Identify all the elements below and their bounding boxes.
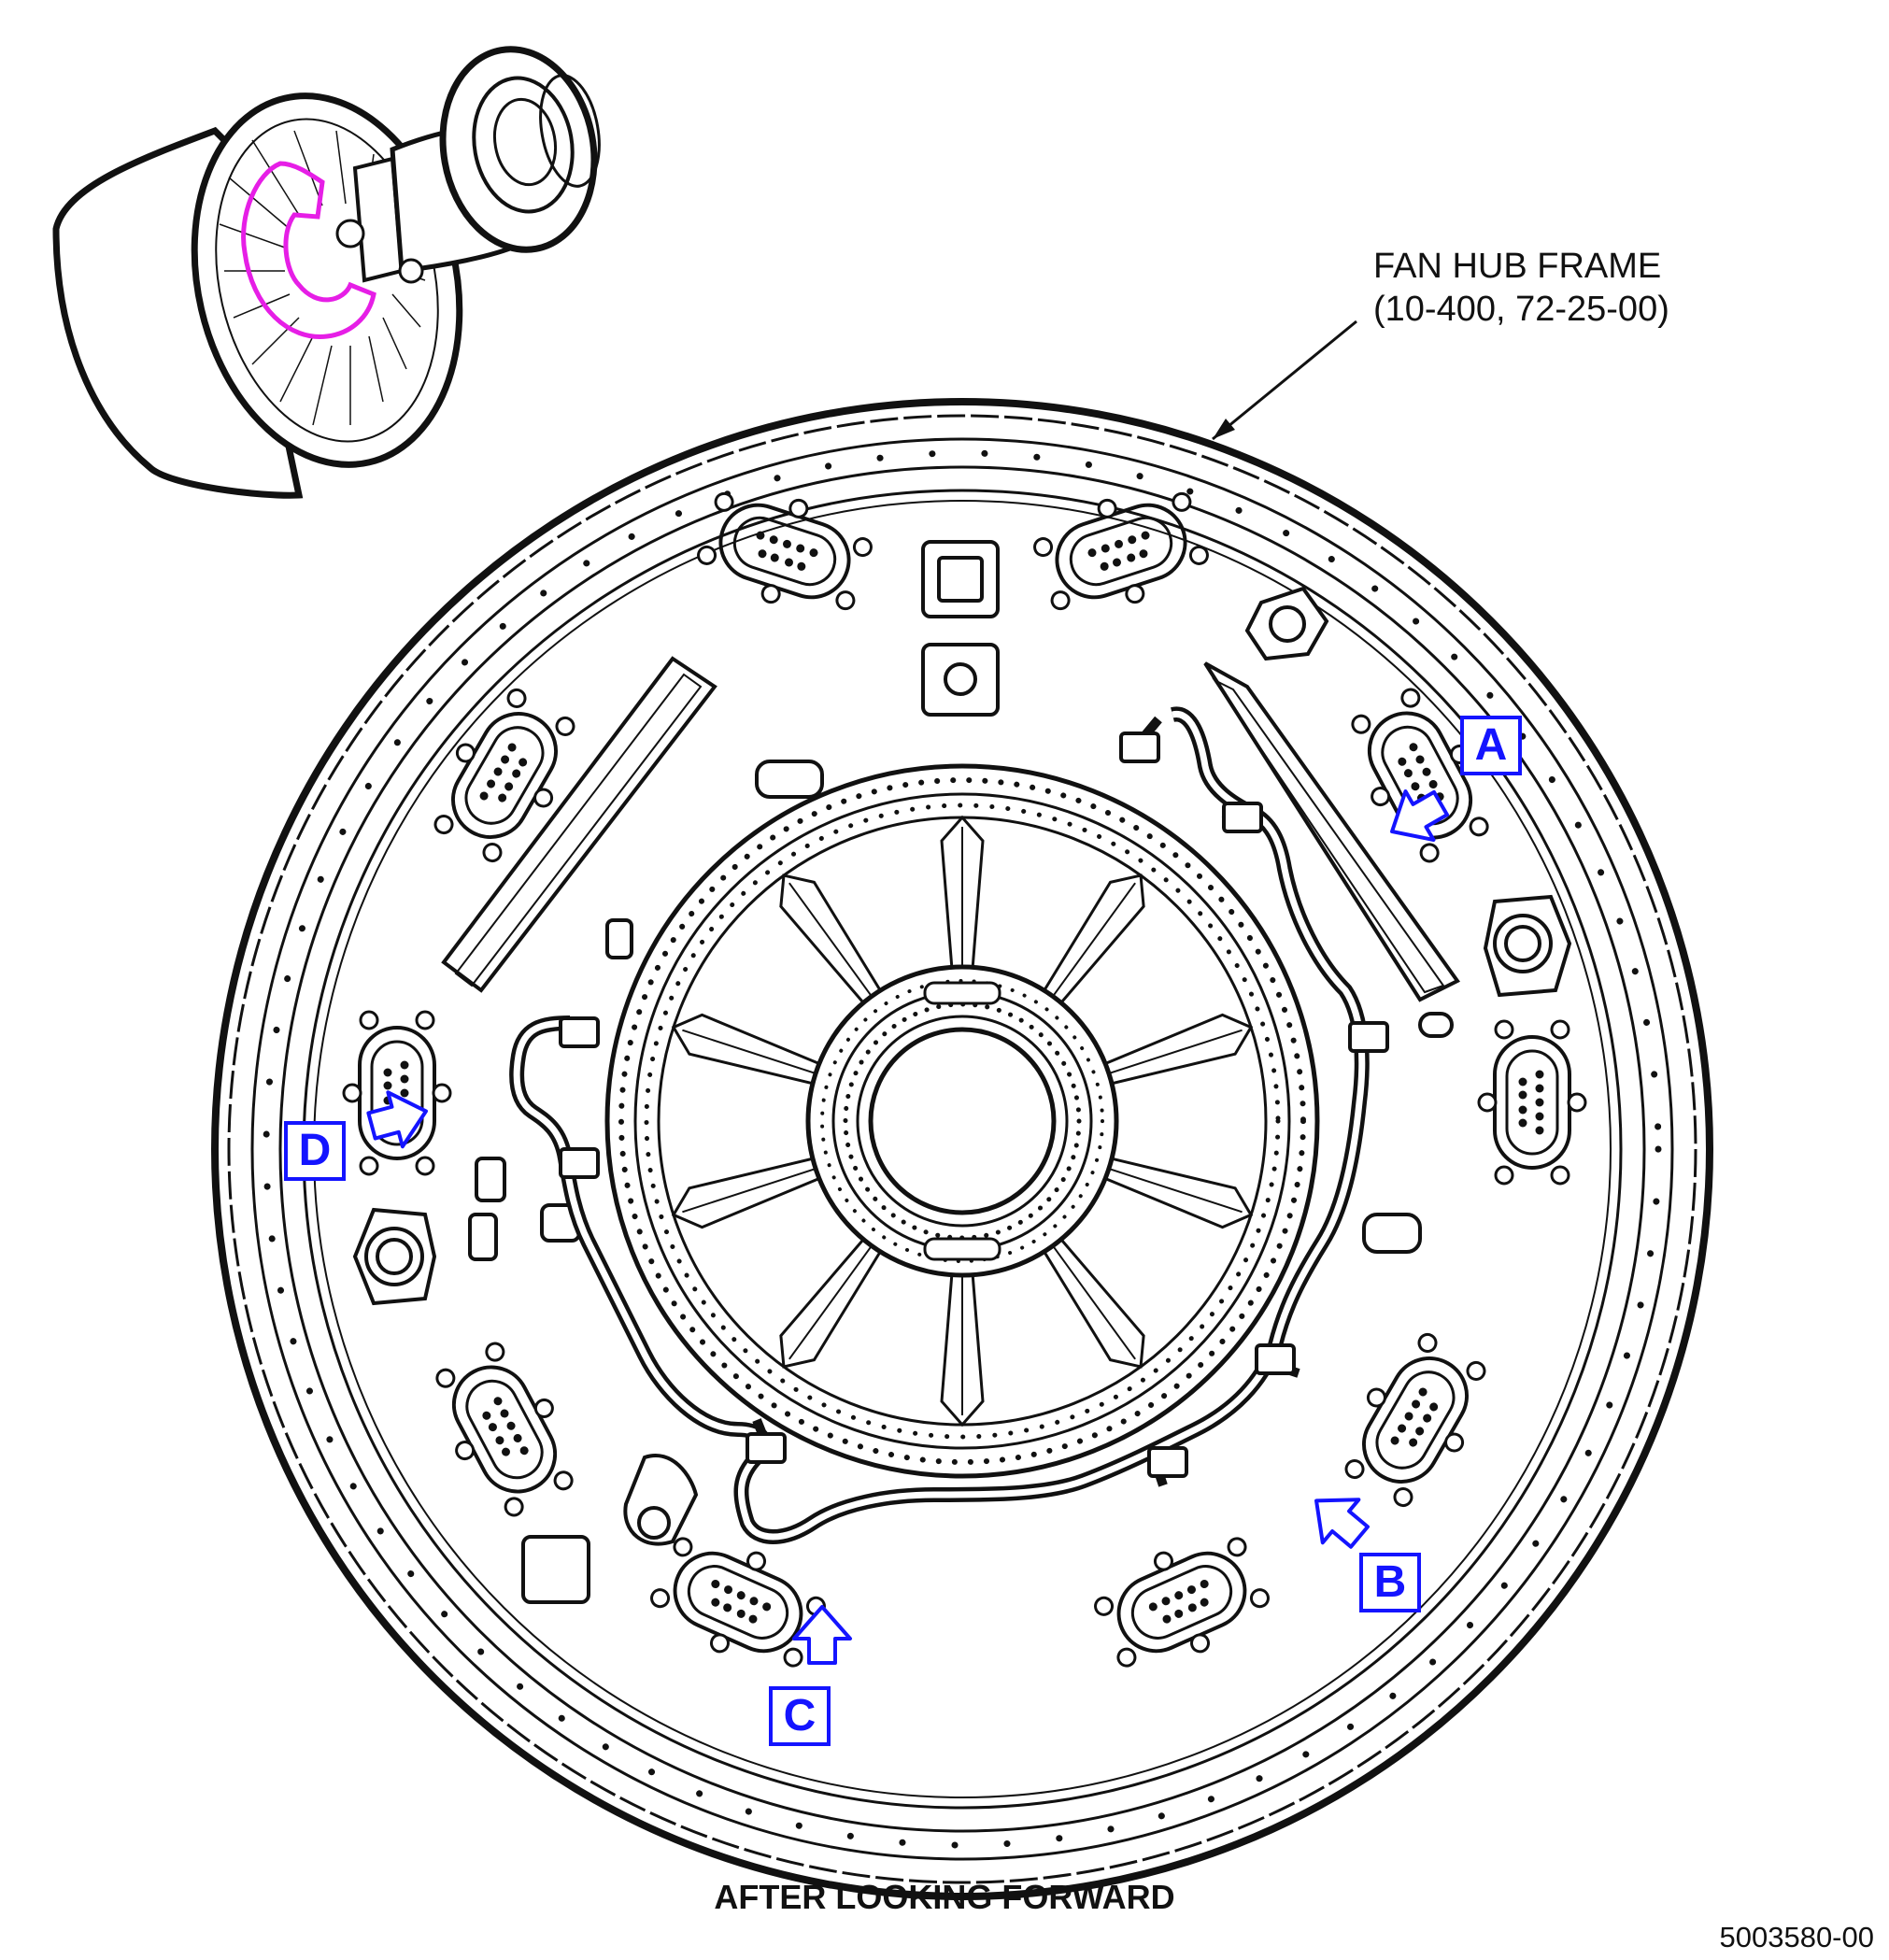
top-bosses bbox=[521, 540, 1329, 1604]
callout-reference: (10-400, 72-25-00) bbox=[1373, 290, 1669, 329]
view-label-c: C bbox=[769, 1686, 831, 1746]
callout-title: FAN HUB FRAME bbox=[1373, 247, 1662, 286]
fan-hub-frame-callout: FAN HUB FRAME (10-400, 72-25-00) bbox=[1373, 245, 1669, 331]
view-caption: AFTER LOOKING FORWARD bbox=[714, 1878, 1175, 1916]
view-label-a: A bbox=[1460, 716, 1522, 775]
callout-leader bbox=[1212, 320, 1357, 441]
center-hub bbox=[805, 964, 1119, 1278]
engine-isometric-view bbox=[52, 46, 601, 499]
struts bbox=[441, 656, 1460, 1002]
highlight-outline bbox=[241, 161, 376, 339]
figure-number: 5003580-00 bbox=[1719, 1921, 1875, 1953]
view-label-d: D bbox=[284, 1121, 346, 1181]
side-fittings bbox=[352, 760, 1572, 1546]
view-label-b: B bbox=[1359, 1553, 1421, 1612]
wire-harness bbox=[509, 706, 1389, 1544]
